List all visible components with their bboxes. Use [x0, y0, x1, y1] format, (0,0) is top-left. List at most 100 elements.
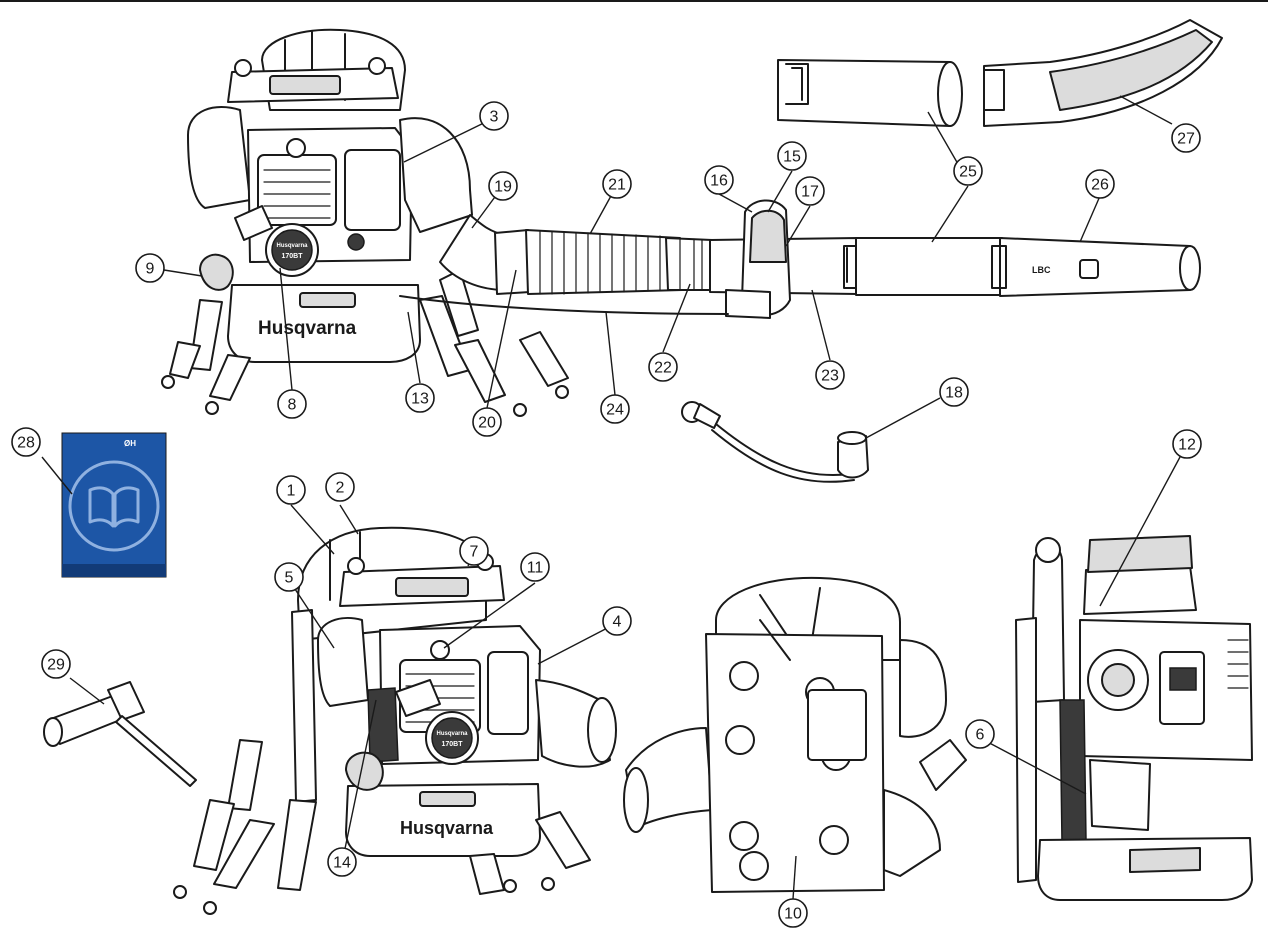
callout-circle [325, 472, 355, 502]
callout-16: 16 [704, 165, 734, 195]
callout-circle [965, 719, 995, 749]
callout-number: 12 [1178, 437, 1196, 454]
callout-4: 4 [602, 606, 632, 636]
callout-6: 6 [965, 719, 995, 749]
front-badge-model: 170BT [441, 741, 463, 748]
callout-number: 8 [288, 397, 297, 414]
callout-number: 2 [336, 480, 345, 497]
leader-lines [41, 95, 1188, 900]
callout-number: 17 [801, 184, 819, 201]
callout-13: 13 [405, 383, 435, 413]
callout-29: 29 [41, 649, 71, 679]
callout-circle [41, 649, 71, 679]
callout-number: 15 [783, 149, 801, 166]
callout-circle [648, 352, 678, 382]
callout-15: 15 [777, 141, 807, 171]
badge-model: 170BT [281, 253, 303, 260]
callout-27: 27 [1171, 123, 1201, 153]
callout-8: 8 [277, 389, 307, 419]
blower-side-cutaway [1015, 535, 1253, 901]
callout-number: 20 [478, 415, 496, 432]
badge-wordmark: Husqvarna [276, 243, 308, 249]
callout-circle [777, 141, 807, 171]
callout-circle [602, 169, 632, 199]
callout-circle [135, 253, 165, 283]
front-badge-wordmark: Husqvarna [436, 731, 468, 737]
callout-circle [795, 176, 825, 206]
callout-number: 5 [285, 570, 294, 587]
callout-5: 5 [274, 562, 304, 592]
callout-number: 3 [490, 109, 499, 126]
tank-wordmark: Husqvarna [258, 318, 357, 339]
callout-14: 14 [327, 847, 357, 877]
callout-number: 16 [710, 173, 728, 190]
hose-tube-assembly: LBC [399, 199, 1201, 319]
callout-number: 4 [613, 614, 622, 631]
callout-circle [600, 394, 630, 424]
callout-circle [11, 427, 41, 457]
callout-circle [276, 475, 306, 505]
callout-number: 10 [784, 906, 802, 923]
callout-3: 3 [479, 101, 509, 131]
callout-number: 7 [470, 544, 479, 561]
callout-circle [778, 898, 808, 928]
callout-circle [1085, 169, 1115, 199]
callout-11: 11 [520, 552, 550, 582]
blower-top-view: Husqvarna 170BT Husqvarna [161, 28, 569, 417]
callout-number: 26 [1091, 177, 1109, 194]
callout-circle [479, 101, 509, 131]
callout-circle [704, 165, 734, 195]
callout-number: 21 [608, 177, 626, 194]
blower-back-view [623, 576, 967, 893]
callout-20: 20 [472, 407, 502, 437]
callout-circle [1172, 429, 1202, 459]
callout-circle [939, 377, 969, 407]
callout-7: 7 [459, 536, 489, 566]
top-border-rule [0, 0, 1268, 2]
callout-number: 28 [17, 435, 35, 452]
callout-26: 26 [1085, 169, 1115, 199]
manual-mark: ØH [124, 439, 136, 448]
tube-mark: LBC [1032, 265, 1051, 275]
callout-number: 27 [1177, 131, 1195, 148]
callout-2: 2 [325, 472, 355, 502]
callout-28: 28 [11, 427, 41, 457]
callout-circle [1171, 123, 1201, 153]
callout-number: 1 [287, 483, 296, 500]
callout-circle [459, 536, 489, 566]
callout-number: 25 [959, 164, 977, 181]
callout-number: 24 [606, 402, 624, 419]
callout-24: 24 [600, 394, 630, 424]
callout-number: 6 [976, 727, 985, 744]
callout-number: 13 [411, 391, 429, 408]
callout-number: 22 [654, 360, 672, 377]
callout-12: 12 [1172, 429, 1202, 459]
callout-circle [277, 389, 307, 419]
spark-plug-cable-part [681, 401, 869, 483]
callout-circle [602, 606, 632, 636]
open-book-icon [88, 486, 140, 528]
callout-1: 1 [276, 475, 306, 505]
callout-circle [405, 383, 435, 413]
callout-22: 22 [648, 352, 678, 382]
operators-manual: ØH [61, 432, 167, 578]
callout-18: 18 [939, 377, 969, 407]
callout-23: 23 [815, 360, 845, 390]
front-tank-wordmark: Husqvarna [400, 818, 494, 838]
callout-number: 18 [945, 385, 963, 402]
callout-9: 9 [135, 253, 165, 283]
callout-number: 9 [146, 261, 155, 278]
callout-10: 10 [778, 898, 808, 928]
callout-number: 23 [821, 368, 839, 385]
callout-number: 29 [47, 657, 65, 674]
callout-number: 11 [527, 560, 544, 577]
callout-circle [472, 407, 502, 437]
callout-circle [274, 562, 304, 592]
callout-circle [815, 360, 845, 390]
callout-circle [327, 847, 357, 877]
extension-tube-part [777, 59, 963, 127]
callout-19: 19 [488, 171, 518, 201]
callout-circle [953, 156, 983, 186]
callout-17: 17 [795, 176, 825, 206]
